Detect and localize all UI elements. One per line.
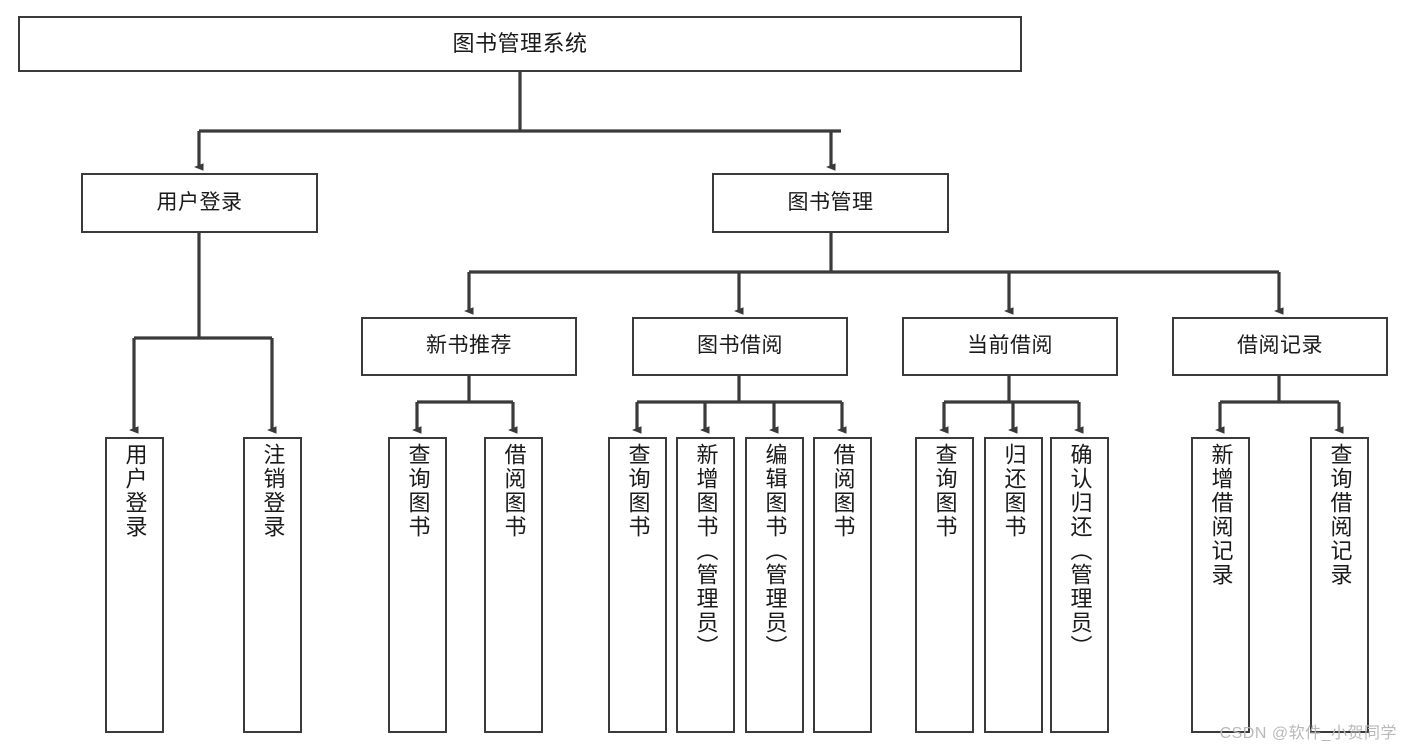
- node-leaf-query-book-recommend[interactable]: 查询图书: [388, 437, 447, 733]
- node-label: 新书推荐: [426, 334, 512, 358]
- node-label: 查询图书: [932, 443, 958, 539]
- node-leaf-return-book[interactable]: 归还图书: [984, 437, 1043, 733]
- node-label: 用户登录: [156, 190, 243, 214]
- node-leaf-borrow-book-recommend[interactable]: 借阅图书: [484, 437, 543, 733]
- node-label: 注销登录: [260, 443, 286, 539]
- node-label: 当前借阅: [967, 334, 1053, 358]
- node-book-borrow[interactable]: 图书借阅: [632, 317, 848, 376]
- node-leaf-login[interactable]: 用户登录: [105, 437, 164, 733]
- node-label: 图书管理系统: [452, 31, 588, 57]
- node-label: 查询图书: [625, 443, 651, 539]
- node-borrow-record[interactable]: 借阅记录: [1172, 317, 1388, 376]
- node-leaf-add-borrow-record[interactable]: 新增借阅记录: [1191, 437, 1250, 733]
- node-leaf-query-book-borrow[interactable]: 查询图书: [608, 437, 667, 733]
- node-user-login[interactable]: 用户登录: [81, 173, 318, 233]
- node-label: 借阅记录: [1237, 334, 1323, 358]
- node-leaf-add-book-admin[interactable]: 新增图书（管理员）: [676, 437, 735, 733]
- node-label: 新增借阅记录: [1208, 443, 1234, 587]
- node-current-borrow[interactable]: 当前借阅: [902, 317, 1118, 376]
- node-label: 图书管理: [787, 190, 874, 214]
- node-label: 用户登录: [122, 443, 148, 539]
- watermark: CSDN @软件_小贺同学: [1219, 725, 1397, 742]
- node-label: 图书借阅: [697, 334, 783, 358]
- node-leaf-logout[interactable]: 注销登录: [243, 437, 302, 733]
- node-root-system[interactable]: 图书管理系统: [18, 16, 1022, 72]
- node-label: 借阅图书: [501, 443, 527, 539]
- node-book-management[interactable]: 图书管理: [712, 173, 949, 233]
- node-label: 查询图书: [405, 443, 431, 539]
- node-new-book-recommend[interactable]: 新书推荐: [361, 317, 577, 376]
- node-leaf-query-book-current[interactable]: 查询图书: [915, 437, 974, 733]
- node-leaf-query-borrow-record[interactable]: 查询借阅记录: [1310, 437, 1369, 733]
- node-leaf-edit-book-admin[interactable]: 编辑图书（管理员）: [745, 437, 804, 733]
- node-leaf-confirm-return-admin[interactable]: 确认归还（管理员）: [1050, 437, 1109, 733]
- node-label: 归还图书: [1001, 443, 1027, 539]
- node-label: 新增图书（管理员）: [693, 443, 719, 659]
- node-label: 借阅图书: [830, 443, 856, 539]
- node-leaf-lend-book[interactable]: 借阅图书: [813, 437, 872, 733]
- node-label: 查询借阅记录: [1327, 443, 1353, 587]
- node-label: 编辑图书（管理员）: [762, 443, 788, 659]
- node-label: 确认归还（管理员）: [1067, 443, 1093, 659]
